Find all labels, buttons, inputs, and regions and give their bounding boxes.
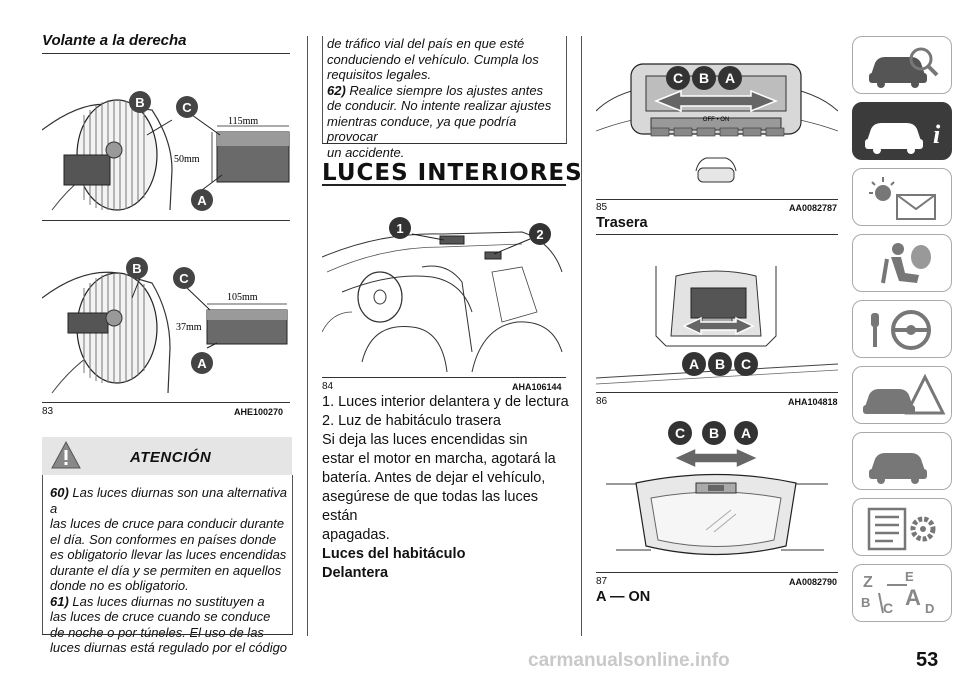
airbag-seat-icon — [881, 243, 931, 284]
figure-caption-rule — [322, 377, 566, 378]
note-box-right-border — [566, 36, 567, 144]
label-c: C — [675, 425, 685, 441]
figure-divider — [42, 220, 290, 221]
svg-text:B: B — [861, 595, 870, 610]
watermark: carmanualsonline.info — [528, 650, 730, 671]
warning-title: ATENCIÓN — [130, 449, 212, 466]
callout-1: 1 — [396, 221, 403, 236]
figure-number: 84 — [322, 381, 334, 392]
dim-side-label: 37mm — [176, 322, 202, 333]
warning-notes: 60) Las luces diurnas son una alternativ… — [50, 485, 288, 655]
figure-number: 87 — [596, 576, 608, 587]
figure-number: 83 — [42, 406, 54, 417]
tab-index[interactable]: Z E B C A D — [852, 564, 952, 622]
label-b: B — [715, 356, 725, 372]
dim-top-label: 115mm — [228, 116, 258, 127]
figure-84: 1 2 — [322, 212, 566, 374]
legend-a-on: A — ON — [596, 589, 651, 605]
figure-code: AHA106144 — [512, 382, 562, 392]
chapter-heading: LUCES INTERIORES — [322, 160, 583, 186]
section-title: Volante a la derecha — [42, 32, 187, 49]
figure-code: AHA104818 — [788, 397, 838, 407]
tab-car-search[interactable] — [852, 36, 952, 94]
svg-text:Z: Z — [863, 574, 873, 591]
svg-text:i: i — [933, 120, 941, 149]
alphabet-index-icon: Z E B C A D — [861, 569, 934, 616]
label-a: A — [197, 356, 207, 371]
chapter-heading-rule — [322, 184, 566, 186]
checklist-gear-icon — [867, 507, 936, 551]
switch-label: OFF • ON — [703, 117, 729, 123]
subheading-rear-rule — [596, 234, 838, 235]
figure-number: 85 — [596, 202, 608, 213]
label-a: A — [689, 356, 699, 372]
callout-2: 2 — [536, 227, 543, 242]
note-60-number: 60) — [50, 485, 69, 500]
car-warning-triangle-icon — [863, 373, 946, 415]
warning-light-message-icon — [869, 177, 936, 220]
note-box-left-border — [322, 36, 323, 144]
note-62-number: 62) — [327, 82, 346, 98]
figure-code: AA0082787 — [789, 203, 838, 213]
figure-code: AHE100270 — [234, 407, 284, 417]
figure-87: C B A — [596, 418, 838, 568]
svg-text:E: E — [905, 569, 914, 584]
figure-83-bottom: 105mm 37mm B C A — [42, 248, 290, 398]
warning-box-left-border — [42, 475, 43, 635]
label-a: A — [741, 425, 751, 441]
column-divider-2 — [581, 36, 582, 636]
label-c: C — [741, 356, 751, 372]
figure-caption-rule — [596, 392, 838, 393]
label-b: B — [135, 95, 144, 110]
column-divider-1 — [307, 36, 308, 636]
car-search-icon — [869, 47, 939, 88]
label-b: B — [709, 425, 719, 441]
label-c: C — [182, 100, 192, 115]
figure-code: AA0082790 — [789, 577, 838, 587]
label-b: B — [132, 261, 141, 276]
label-b: B — [699, 70, 709, 86]
figure-85: OFF • ON C B A — [596, 36, 838, 196]
note-61-number: 61) — [50, 593, 69, 609]
figure-number: 86 — [596, 396, 608, 407]
tab-airbag[interactable] — [852, 234, 952, 292]
label-c: C — [179, 271, 189, 286]
dim-top-label: 105mm — [227, 292, 258, 303]
car-service-icon — [869, 453, 927, 484]
body-text: 1. Luces interior delantera y de lectura… — [322, 393, 572, 583]
svg-text:D: D — [925, 601, 934, 616]
page-number: 53 — [916, 649, 939, 671]
tab-warning-lights[interactable] — [852, 168, 952, 226]
note-box-bottom-border — [322, 143, 567, 144]
svg-text:A: A — [905, 585, 921, 610]
tab-emergency[interactable] — [852, 366, 952, 424]
figure-86: A B C — [596, 246, 838, 388]
key-steering-wheel-icon — [871, 310, 931, 350]
dim-side-label: 50mm — [174, 154, 200, 165]
warning-header — [42, 437, 292, 475]
tab-key-steering[interactable] — [852, 300, 952, 358]
tab-car-info[interactable]: i — [852, 102, 952, 160]
figure-caption-rule — [596, 572, 838, 573]
label-a: A — [197, 193, 207, 208]
note-box-text: de tráfico vial del país en que esté con… — [327, 36, 552, 160]
figure-83-top: 115mm 50mm B C A — [42, 60, 290, 215]
warning-triangle-icon — [51, 440, 81, 469]
figure-caption-rule — [596, 199, 838, 200]
label-c: C — [673, 70, 683, 86]
svg-text:C: C — [883, 600, 893, 616]
figure-caption-rule — [42, 402, 290, 403]
label-a: A — [725, 70, 735, 86]
subheading-cabin-lights: Luces del habitáculo — [322, 546, 466, 562]
car-info-icon: i — [865, 120, 941, 154]
section-title-rule — [42, 53, 290, 54]
warning-box-right-border — [292, 475, 293, 635]
warning-box-bottom-border — [42, 634, 293, 635]
subheading-front: Delantera — [322, 565, 389, 581]
subheading-rear: Trasera — [596, 215, 648, 231]
tab-technical-data[interactable] — [852, 498, 952, 556]
tab-maintenance[interactable] — [852, 432, 952, 490]
